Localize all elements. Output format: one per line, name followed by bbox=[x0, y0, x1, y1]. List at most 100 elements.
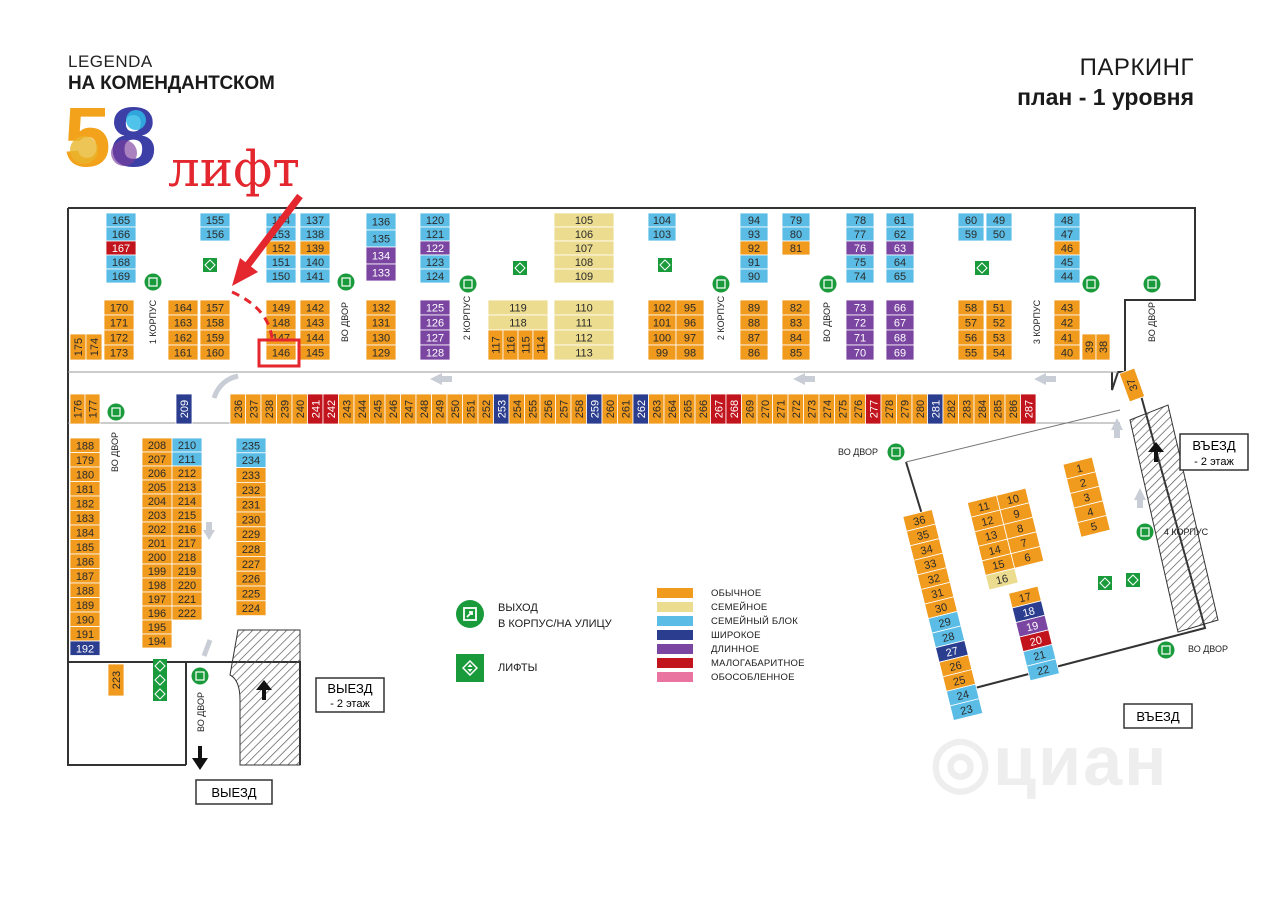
parking-spot-238[interactable]: 238 bbox=[260, 393, 277, 425]
parking-spot-235[interactable]: 235 bbox=[235, 437, 267, 454]
parking-spot-250[interactable]: 250 bbox=[446, 393, 463, 425]
parking-spot-155[interactable]: 155 bbox=[199, 212, 231, 228]
parking-spot-214[interactable]: 214 bbox=[171, 493, 203, 509]
parking-spot-110[interactable]: 110 bbox=[553, 299, 615, 316]
parking-spot-272[interactable]: 272 bbox=[787, 393, 804, 425]
parking-spot-64[interactable]: 64 bbox=[885, 254, 915, 270]
parking-spot-128[interactable]: 128 bbox=[419, 344, 451, 361]
parking-spot-265[interactable]: 265 bbox=[679, 393, 696, 425]
parking-spot-208[interactable]: 208 bbox=[141, 437, 173, 453]
parking-spot-270[interactable]: 270 bbox=[756, 393, 773, 425]
parking-spot-273[interactable]: 273 bbox=[803, 393, 820, 425]
parking-spot-234[interactable]: 234 bbox=[235, 452, 267, 468]
parking-spot-125[interactable]: 125 bbox=[419, 299, 451, 316]
parking-spot-271[interactable]: 271 bbox=[772, 393, 789, 425]
parking-spot-159[interactable]: 159 bbox=[199, 329, 231, 346]
parking-spot-6[interactable]: 6 bbox=[1010, 545, 1045, 569]
parking-spot-156[interactable]: 156 bbox=[199, 226, 231, 242]
parking-spot-246[interactable]: 246 bbox=[384, 393, 401, 425]
parking-spot-204[interactable]: 204 bbox=[141, 493, 173, 509]
parking-spot-143[interactable]: 143 bbox=[299, 314, 331, 331]
parking-spot-62[interactable]: 62 bbox=[885, 226, 915, 242]
parking-spot-211[interactable]: 211 bbox=[171, 451, 203, 467]
parking-spot-152[interactable]: 152 bbox=[265, 240, 297, 256]
parking-spot-45[interactable]: 45 bbox=[1053, 254, 1081, 270]
parking-spot-218[interactable]: 218 bbox=[171, 549, 203, 565]
parking-spot-102[interactable]: 102 bbox=[647, 299, 677, 316]
parking-spot-275[interactable]: 275 bbox=[834, 393, 851, 425]
parking-spot-200[interactable]: 200 bbox=[141, 549, 173, 565]
parking-spot-221[interactable]: 221 bbox=[171, 591, 203, 607]
parking-spot-171[interactable]: 171 bbox=[103, 314, 135, 331]
parking-spot-167[interactable]: 167 bbox=[105, 240, 137, 256]
parking-spot-287[interactable]: 287 bbox=[1020, 393, 1037, 425]
parking-spot-101[interactable]: 101 bbox=[647, 314, 677, 331]
parking-spot-199[interactable]: 199 bbox=[141, 563, 173, 579]
parking-spot-79[interactable]: 79 bbox=[781, 212, 811, 228]
parking-spot-210[interactable]: 210 bbox=[171, 437, 203, 453]
parking-spot-70[interactable]: 70 bbox=[845, 344, 875, 361]
parking-spot-247[interactable]: 247 bbox=[400, 393, 417, 425]
parking-spot-243[interactable]: 243 bbox=[338, 393, 355, 425]
parking-spot-239[interactable]: 239 bbox=[276, 393, 293, 425]
parking-spot-53[interactable]: 53 bbox=[985, 329, 1013, 346]
parking-spot-60[interactable]: 60 bbox=[957, 212, 985, 228]
parking-spot-252[interactable]: 252 bbox=[477, 393, 494, 425]
parking-spot-109[interactable]: 109 bbox=[553, 268, 615, 284]
parking-spot-42[interactable]: 42 bbox=[1053, 314, 1081, 331]
parking-spot-118[interactable]: 118 bbox=[487, 314, 549, 331]
parking-spot-94[interactable]: 94 bbox=[739, 212, 769, 228]
parking-spot-96[interactable]: 96 bbox=[675, 314, 705, 331]
parking-spot-166[interactable]: 166 bbox=[105, 226, 137, 242]
parking-spot-111[interactable]: 111 bbox=[553, 314, 615, 331]
parking-spot-74[interactable]: 74 bbox=[845, 268, 875, 284]
parking-spot-116[interactable]: 116 bbox=[502, 329, 519, 361]
parking-spot-137[interactable]: 137 bbox=[299, 212, 331, 228]
parking-spot-168[interactable]: 168 bbox=[105, 254, 137, 270]
parking-spot-54[interactable]: 54 bbox=[985, 344, 1013, 361]
parking-spot-78[interactable]: 78 bbox=[845, 212, 875, 228]
parking-spot-251[interactable]: 251 bbox=[462, 393, 479, 425]
parking-spot-105[interactable]: 105 bbox=[553, 212, 615, 228]
parking-spot-146[interactable]: 146 bbox=[265, 344, 297, 361]
parking-spot-233[interactable]: 233 bbox=[235, 467, 267, 483]
parking-spot-134[interactable]: 134 bbox=[365, 246, 397, 265]
parking-spot-161[interactable]: 161 bbox=[167, 344, 199, 361]
parking-spot-20[interactable]: 20 bbox=[1018, 629, 1053, 653]
parking-spot-141[interactable]: 141 bbox=[299, 268, 331, 284]
parking-spot-97[interactable]: 97 bbox=[675, 329, 705, 346]
parking-spot-227[interactable]: 227 bbox=[235, 556, 267, 572]
parking-spot-216[interactable]: 216 bbox=[171, 521, 203, 537]
parking-spot-140[interactable]: 140 bbox=[299, 254, 331, 270]
parking-spot-81[interactable]: 81 bbox=[781, 240, 811, 256]
parking-spot-99[interactable]: 99 bbox=[647, 344, 677, 361]
parking-spot-98[interactable]: 98 bbox=[675, 344, 705, 361]
parking-spot-145[interactable]: 145 bbox=[299, 344, 331, 361]
parking-spot-244[interactable]: 244 bbox=[353, 393, 370, 425]
parking-spot-198[interactable]: 198 bbox=[141, 577, 173, 593]
parking-spot-209[interactable]: 209 bbox=[175, 393, 193, 425]
parking-spot-206[interactable]: 206 bbox=[141, 465, 173, 481]
parking-spot-130[interactable]: 130 bbox=[365, 329, 397, 346]
parking-spot-254[interactable]: 254 bbox=[508, 393, 525, 425]
parking-spot-268[interactable]: 268 bbox=[725, 393, 742, 425]
parking-spot-151[interactable]: 151 bbox=[265, 254, 297, 270]
parking-spot-222[interactable]: 222 bbox=[171, 605, 203, 621]
parking-spot-72[interactable]: 72 bbox=[845, 314, 875, 331]
parking-spot-205[interactable]: 205 bbox=[141, 479, 173, 495]
parking-spot-230[interactable]: 230 bbox=[235, 511, 267, 528]
parking-spot-231[interactable]: 231 bbox=[235, 496, 267, 513]
parking-spot-186[interactable]: 186 bbox=[69, 553, 101, 569]
parking-spot-48[interactable]: 48 bbox=[1053, 212, 1081, 228]
parking-spot-90[interactable]: 90 bbox=[739, 268, 769, 284]
parking-spot-49[interactable]: 49 bbox=[985, 212, 1013, 228]
parking-spot-108[interactable]: 108 bbox=[553, 254, 615, 270]
parking-spot-127[interactable]: 127 bbox=[419, 329, 451, 346]
parking-spot-260[interactable]: 260 bbox=[601, 393, 618, 425]
parking-spot-92[interactable]: 92 bbox=[739, 240, 769, 256]
parking-spot-61[interactable]: 61 bbox=[885, 212, 915, 228]
parking-spot-282[interactable]: 282 bbox=[942, 393, 959, 425]
parking-spot-276[interactable]: 276 bbox=[849, 393, 866, 425]
parking-spot-112[interactable]: 112 bbox=[553, 329, 615, 346]
parking-spot-175[interactable]: 175 bbox=[69, 333, 87, 361]
